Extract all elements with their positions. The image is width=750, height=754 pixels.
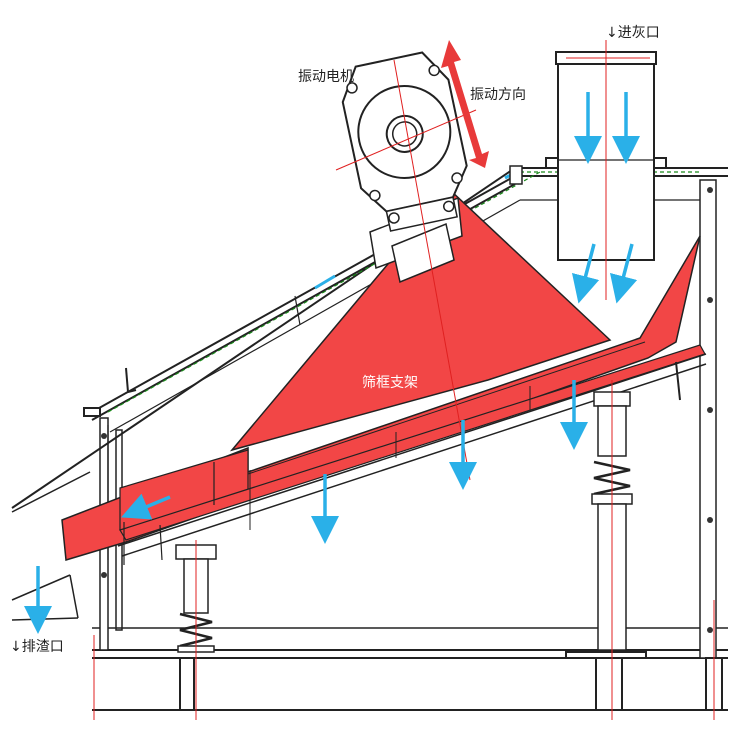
top-dashed — [107, 171, 541, 413]
cover-seal — [314, 274, 336, 290]
post-bolts — [101, 187, 713, 633]
vibration-motor — [335, 51, 477, 481]
screen-frame — [61, 188, 706, 561]
cover-hinge — [509, 165, 523, 185]
screen-frame-label: 筛框支架 — [362, 375, 418, 391]
flow-arrow-inlet-3 — [571, 243, 600, 304]
motor-label: 振动电机 — [298, 69, 354, 85]
right-frame-bolt — [675, 361, 681, 401]
flow-arrow-slag-deck — [121, 493, 171, 520]
ash-inlet-label: ↓进灰口 — [606, 25, 660, 41]
flow-arrows — [24, 92, 640, 634]
flow-arrow-inlet-4 — [609, 243, 638, 304]
vibration-direction-label: 振动方向 — [470, 87, 526, 103]
vibration-direction-arrow — [441, 40, 489, 168]
slag-outlet-label: ↓排渣口 — [10, 639, 64, 655]
